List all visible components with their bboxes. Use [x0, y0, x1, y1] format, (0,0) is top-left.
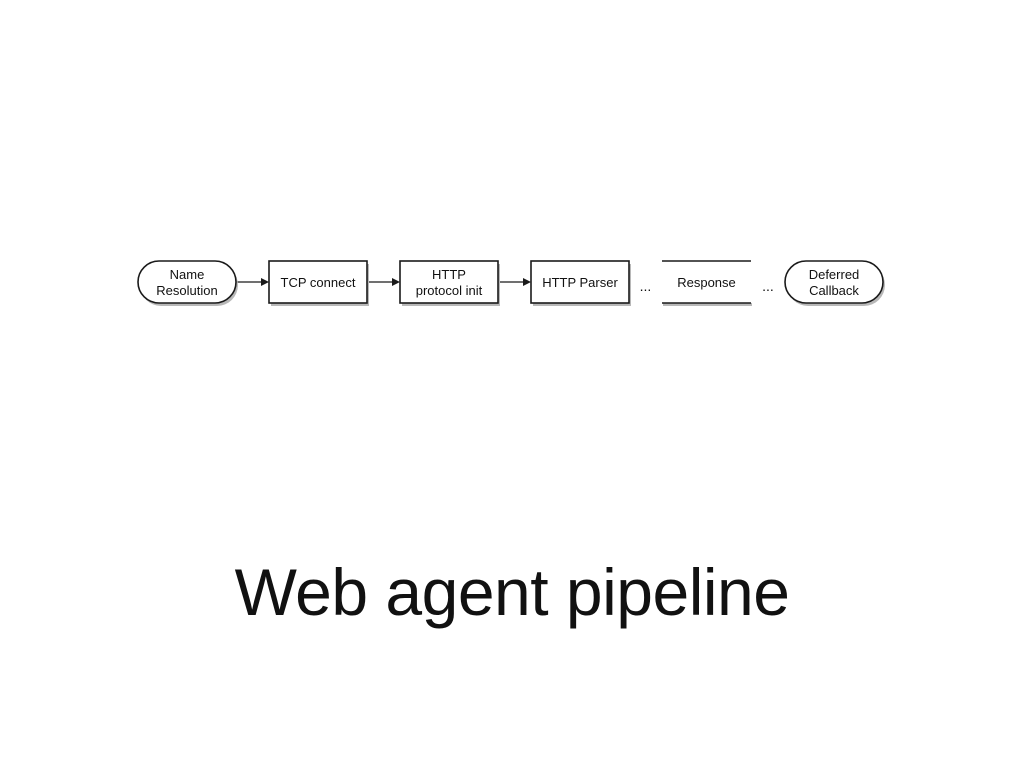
terminal-shape	[137, 260, 237, 304]
terminal-shape	[784, 260, 884, 304]
ellipsis-connector: ...	[762, 278, 774, 294]
process-shape	[399, 260, 499, 304]
node-label: Deferred	[809, 267, 860, 282]
arrow-connector	[367, 278, 400, 286]
arrow-connector	[236, 278, 269, 286]
node-response: Response	[662, 260, 752, 306]
arrow-connector	[498, 278, 531, 286]
node-label: HTTP Parser	[542, 275, 618, 290]
process-shape	[530, 260, 630, 304]
node-http-parser: HTTP Parser	[530, 260, 631, 306]
arrow-head	[261, 278, 269, 286]
arrow-head	[392, 278, 400, 286]
process-shape	[268, 260, 368, 304]
node-label: Resolution	[156, 283, 217, 298]
node-label: Response	[677, 275, 736, 290]
node-label: Callback	[809, 283, 859, 298]
ellipsis-connector: ...	[640, 278, 652, 294]
node-label: HTTP	[432, 267, 466, 282]
node-label: Name	[170, 267, 205, 282]
node-tcp-connect: TCP connect	[268, 260, 369, 306]
node-shadow	[663, 303, 752, 306]
node-label: protocol init	[416, 283, 483, 298]
slide-title: Web agent pipeline	[234, 555, 790, 629]
arrow-head	[523, 278, 531, 286]
connectors-layer: ......	[236, 278, 774, 294]
node-label: TCP connect	[281, 275, 356, 290]
